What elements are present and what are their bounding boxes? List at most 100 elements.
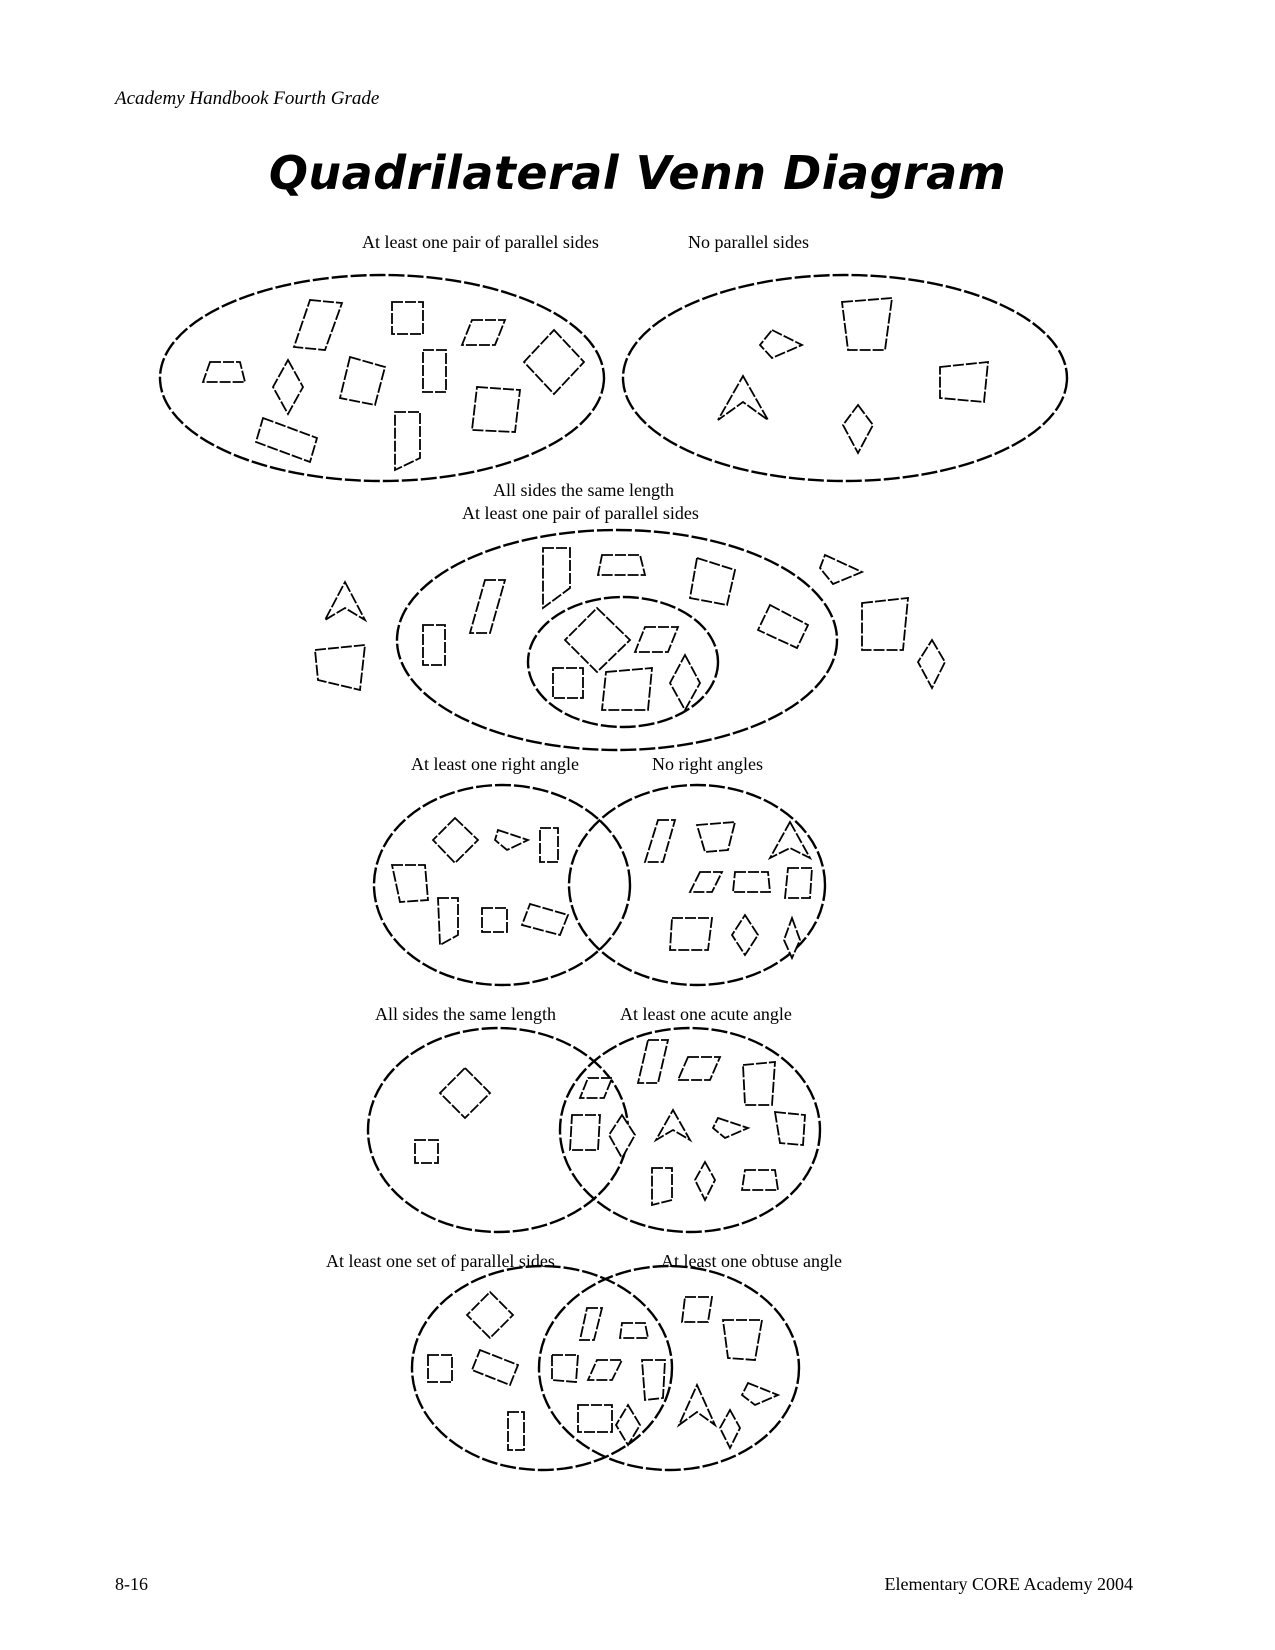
quadrilateral-shape (773, 1110, 806, 1146)
quadrilateral-shape (422, 624, 446, 666)
quadrilateral-shape (641, 1359, 666, 1401)
diagram4-left-label: All sides the same length (375, 1004, 556, 1024)
quadrilateral-shape (322, 580, 368, 623)
quadrilateral-shape (688, 556, 737, 607)
quadrilateral-shape (643, 819, 677, 863)
diagram1-left-label: At least one pair of parallel sides (362, 232, 599, 252)
diagram3-left-label: At least one right angle (411, 754, 579, 774)
diagram4 (366, 1026, 822, 1234)
quadrilateral-shape (438, 1066, 492, 1120)
quadrilateral-shape (468, 579, 507, 634)
quadrilateral-shape (717, 374, 769, 421)
diagram2-label-bottom: At least one pair of parallel sides (462, 503, 699, 523)
diagram5-left-label: At least one set of parallel sides (326, 1251, 555, 1271)
quadrilateral-shape (493, 828, 531, 852)
quadrilateral-shape (254, 416, 319, 464)
quadrilateral-shape (676, 1056, 722, 1081)
quadrilateral-shape (601, 667, 653, 711)
quadrilateral-shape (633, 626, 680, 653)
quadrilateral-shape (669, 917, 714, 951)
header-text: Academy Handbook Fourth Grade (115, 88, 380, 109)
diagram1-right-label: No parallel sides (688, 232, 809, 252)
quadrilateral-shape (577, 1404, 613, 1433)
quadrilateral-shape (391, 301, 424, 335)
quadrilateral-shape (939, 360, 990, 403)
quadrilateral-shape (614, 1403, 642, 1447)
quadrilateral-shape (680, 1296, 714, 1323)
diagram4-right-circle (558, 1026, 822, 1234)
footer-source: Elementary CORE Academy 2004 (884, 1574, 1133, 1594)
quadrilateral-shape (470, 1348, 520, 1387)
quadrilateral-shape (578, 1307, 604, 1341)
diagram3 (372, 783, 827, 987)
quadrilateral-shape (201, 361, 247, 383)
quadrilateral-shape (427, 1354, 453, 1383)
quadrilateral-shape (767, 820, 813, 861)
quadrilateral-shape (569, 1114, 601, 1151)
quadrilateral-shape (732, 871, 771, 893)
quadrilateral-shape (783, 915, 801, 961)
diagram2-inner-oval (526, 595, 720, 729)
quadrilateral-shape (916, 638, 947, 690)
quadrilateral-shape (693, 1160, 717, 1203)
diagram1-right-oval (621, 273, 1069, 483)
quadrilateral-shape (742, 1061, 776, 1106)
quadrilateral-shape (292, 299, 344, 351)
quadrilateral-shape (841, 403, 875, 455)
quadrilateral-shape (578, 1077, 614, 1099)
quadrilateral-shape (271, 358, 305, 416)
diagram2-outer-oval (395, 528, 839, 752)
diagram3-left-circle (372, 783, 632, 987)
quadrilateral-shape (607, 1113, 637, 1160)
quadrilateral-shape (586, 1359, 624, 1381)
quadrilateral-shape (314, 643, 367, 692)
quadrilateral-shape (338, 355, 387, 407)
quadrilateral-shape (520, 902, 570, 937)
diagram3-right-label: No right angles (652, 754, 763, 774)
quadrilateral-shape (695, 821, 737, 853)
quadrilateral-shape (465, 1290, 515, 1340)
quadrilateral-shape (539, 827, 559, 863)
diagram5-right-label: At least one obtuse angle (661, 1251, 842, 1271)
quadrilateral-shape (522, 328, 586, 396)
quadrilateral-shape (394, 411, 421, 472)
quadrilateral-shape (596, 554, 647, 576)
quadrilateral-shape (784, 867, 813, 899)
diagram2-label-top: All sides the same length (493, 480, 674, 500)
diagram2 (314, 528, 947, 752)
quadrilateral-shape (552, 667, 584, 699)
quadrilateral-shape (414, 1139, 439, 1164)
quadrilateral-shape (470, 386, 522, 433)
quadrilateral-shape (460, 319, 507, 346)
diagram4-right-label: At least one acute angle (620, 1004, 792, 1024)
quadrilateral-shape (618, 1322, 650, 1339)
quadrilateral-shape (653, 1108, 693, 1143)
quadrilateral-shape (551, 1354, 579, 1383)
page-number: 8-16 (115, 1574, 148, 1594)
quadrilateral-shape (688, 871, 724, 893)
quadrilateral-shape (711, 1116, 751, 1140)
page-title: Quadrilateral Venn Diagram (268, 146, 1007, 200)
quadrilateral-shape (840, 297, 894, 351)
quadrilateral-shape (563, 606, 632, 674)
diagram5 (410, 1264, 801, 1472)
diagram1-left-oval (158, 273, 606, 483)
quadrilateral-shape (542, 547, 571, 610)
quadrilateral-shape (422, 349, 447, 393)
quadrilateral-shape (431, 816, 480, 865)
quadrilateral-shape (730, 913, 760, 957)
diagram5-left-circle (410, 1264, 674, 1472)
quadrilateral-shape (740, 1381, 781, 1407)
quadrilateral-shape (481, 907, 508, 933)
quadrilateral-shape (818, 553, 865, 586)
diagram1 (158, 273, 1069, 483)
quadrilateral-shape (740, 1169, 780, 1191)
quadrilateral-shape (718, 1408, 742, 1451)
quadrilateral-shape (756, 603, 810, 650)
quadrilateral-shape (861, 596, 910, 651)
diagram5-right-circle (537, 1264, 801, 1472)
quadrilateral-shape (758, 328, 805, 360)
quadrilateral-shape (651, 1167, 673, 1207)
quadrilateral-shape (636, 1039, 670, 1084)
